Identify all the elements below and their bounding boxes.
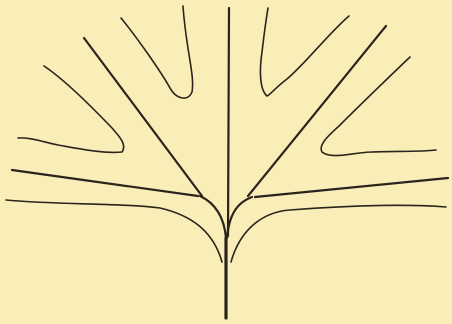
- midrib-vein: [228, 8, 229, 236]
